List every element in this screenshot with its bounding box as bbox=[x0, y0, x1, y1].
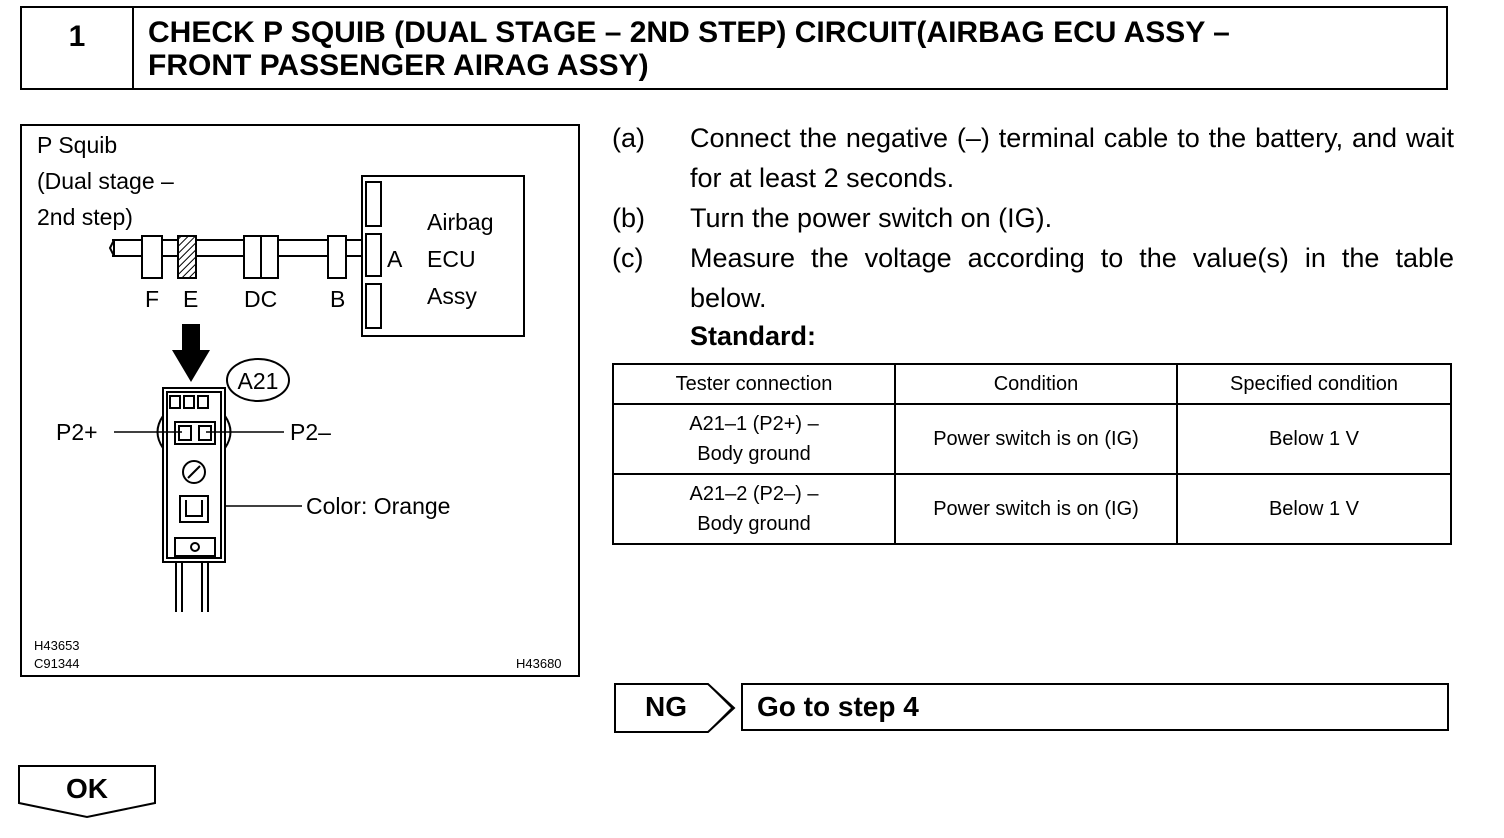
procedure-step-b: (b) Turn the power switch on (IG). bbox=[612, 198, 1454, 238]
connector-b bbox=[327, 235, 347, 279]
pin-p2-plus: P2+ bbox=[56, 419, 98, 445]
step-header: 1 CHECK P SQUIB (DUAL STAGE – 2ND STEP) … bbox=[20, 6, 1448, 90]
step-title: CHECK P SQUIB (DUAL STAGE – 2ND STEP) CI… bbox=[148, 16, 1436, 82]
connector-id-ellipse bbox=[226, 358, 290, 402]
step-title-line-2: FRONT PASSENGER AIRAG ASSY) bbox=[148, 49, 649, 82]
connection-line-1: A21–2 (P2–) – bbox=[689, 483, 819, 505]
ng-arrow-shape bbox=[614, 683, 736, 733]
condition-cell: Power switch is on (IG) bbox=[894, 473, 1178, 545]
letter-e: E bbox=[183, 286, 198, 312]
squib-label-3: 2nd step) bbox=[37, 204, 133, 230]
step-title-line-1: CHECK P SQUIB (DUAL STAGE – 2ND STEP) CI… bbox=[148, 16, 1230, 49]
letters-dc: DC bbox=[244, 286, 277, 312]
ecu-label-1: Airbag bbox=[427, 209, 493, 235]
table-row: A21–2 (P2–) – Body ground Power switch i… bbox=[612, 473, 1452, 545]
connection-line-2: Body ground bbox=[697, 443, 811, 465]
down-arrow-icon bbox=[172, 324, 210, 382]
ng-branch: NG bbox=[614, 683, 736, 733]
standard-label: Standard: bbox=[690, 321, 817, 351]
color-label: Color: Orange bbox=[306, 493, 450, 519]
go-to-step-link[interactable]: Go to step 4 bbox=[741, 683, 1449, 731]
procedure-steps: (a) Connect the negative (–) terminal ca… bbox=[612, 118, 1454, 354]
figure-code-1: H43653 bbox=[34, 638, 80, 653]
ok-label: OK bbox=[66, 773, 108, 804]
connection-line-1: A21–1 (P2+) – bbox=[689, 413, 819, 435]
column-header: Specified condition bbox=[1176, 363, 1452, 405]
step-text: Turn the power switch on (IG). bbox=[690, 203, 1053, 233]
spec-table: Tester connection Condition Specified co… bbox=[612, 363, 1452, 545]
tester-connection-cell: A21–2 (P2–) – Body ground bbox=[612, 473, 896, 545]
table-header-row: Tester connection Condition Specified co… bbox=[612, 363, 1452, 405]
table-row: A21–1 (P2+) – Body ground Power switch i… bbox=[612, 403, 1452, 475]
ng-label: NG bbox=[645, 691, 687, 722]
specified-condition-cell: Below 1 V bbox=[1176, 403, 1452, 475]
figure-code-3: H43680 bbox=[516, 656, 562, 671]
specified-condition-cell: Below 1 V bbox=[1176, 473, 1452, 545]
connector-a-label: A bbox=[387, 246, 403, 272]
ok-branch[interactable]: OK bbox=[18, 765, 156, 819]
pin-p2-minus: P2– bbox=[290, 419, 331, 445]
ecu-label-2: ECU bbox=[427, 246, 476, 272]
step-letter: (a) bbox=[612, 123, 645, 153]
letter-f: F bbox=[145, 286, 159, 312]
wire-harness bbox=[108, 235, 362, 279]
connector-f bbox=[141, 235, 163, 279]
procedure-step-a: (a) Connect the negative (–) terminal ca… bbox=[612, 118, 1454, 198]
figure-code-2: C91344 bbox=[34, 656, 80, 671]
step-text: Measure the voltage according to the val… bbox=[690, 243, 1454, 313]
connector-illustration: P Squib (Dual stage – 2nd step) F E DC B bbox=[20, 124, 580, 677]
letter-b: B bbox=[330, 286, 345, 312]
ecu-label-3: Assy bbox=[427, 283, 477, 309]
squib-connector-body bbox=[156, 387, 232, 612]
condition-cell: Power switch is on (IG) bbox=[894, 403, 1178, 475]
squib-label-1: P Squib bbox=[37, 132, 117, 158]
column-header: Condition bbox=[894, 363, 1178, 405]
airbag-ecu-box bbox=[361, 175, 525, 337]
step-number: 1 bbox=[22, 8, 134, 88]
connector-diagram: P Squib (Dual stage – 2nd step) F E DC B bbox=[34, 132, 562, 671]
connector-id: A21 bbox=[238, 368, 279, 394]
ok-arrow-shape bbox=[18, 765, 156, 819]
step-letter: (c) bbox=[612, 243, 644, 273]
step-letter: (b) bbox=[612, 203, 645, 233]
connector-e bbox=[177, 235, 197, 279]
procedure-step-c: (c) Measure the voltage according to the… bbox=[612, 238, 1454, 318]
connector-c bbox=[260, 235, 279, 279]
step-text: Connect the negative (–) terminal cable … bbox=[690, 123, 1454, 193]
squib-label-2: (Dual stage – bbox=[37, 168, 174, 194]
connection-line-2: Body ground bbox=[697, 513, 811, 535]
column-header: Tester connection bbox=[612, 363, 896, 405]
tester-connection-cell: A21–1 (P2+) – Body ground bbox=[612, 403, 896, 475]
connector-d bbox=[243, 235, 262, 279]
